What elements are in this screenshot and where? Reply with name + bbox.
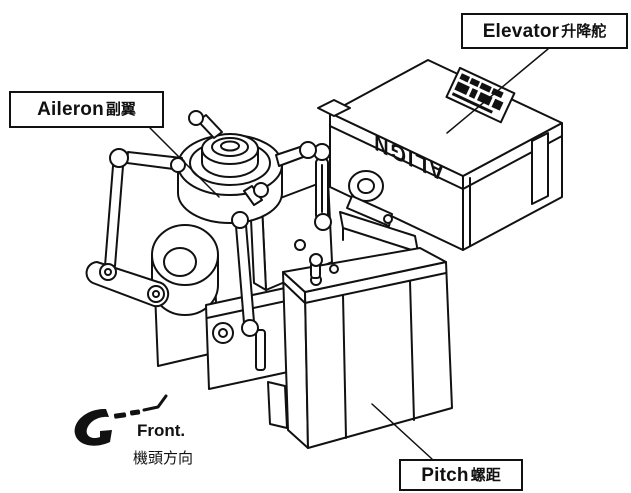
aileron-rod-ball-top [109,148,129,168]
swashplate-arm-front [243,182,269,206]
swashplate-bearing-bore [220,140,240,152]
pitch-rod-ball-top [231,211,249,229]
front-arrow-dash [113,412,127,419]
sticker-mark [459,73,471,83]
front-arrow-swoosh [74,408,112,446]
aileron-servo-gear-housing [151,224,219,316]
aileron-label-zh: 副翼 [105,100,136,118]
pitch-servo-ball-link [309,253,323,279]
elevator-servo: ALIGN [317,59,563,251]
pitch-rod-ball-bottom [241,319,259,337]
front-label-zh: 機頭方向 [133,449,194,467]
elevator-servo-horn [346,170,393,227]
swashplate-arm-right [275,141,317,167]
pitch-label-en: Pitch [421,464,469,486]
front-direction-arrow-icon [74,394,168,446]
gear-housing-boss [163,247,197,277]
horn-hub-inner [357,178,375,194]
pitch-link-rod [231,211,259,337]
aileron-link-rod [99,148,129,281]
pitch-label-zh: 螺距 [470,465,501,484]
elevator-servo-top-face [329,59,563,177]
sticker-mark [468,88,479,99]
elevator-servo-lip-line [329,125,563,190]
ball-link-front [253,182,269,198]
ball-link-right [299,141,317,159]
link-ball-bottom [314,213,332,231]
pitch-leader-line [371,403,433,460]
pitch-servo-top-face [282,247,447,293]
lower-block-screw [255,329,266,371]
aileron-rod-ball-bottom-center [104,268,112,276]
elevator-label-box: Elevator 升降舵 [461,13,628,49]
frame-block-screw [294,239,306,251]
pitch-servo-mount-ear [267,381,288,429]
front-direction-label: Front. 機頭方向 [133,421,233,468]
aileron-rod-body [104,165,124,267]
pitch-ball-link-ball [309,253,323,267]
aileron-label-en: Aileron [37,99,104,120]
elevator-label-en: Elevator [482,20,560,42]
elevator-servo-mount-ear [317,99,351,117]
pitch-servo-groove [342,294,347,439]
swashplate-arm-left [126,151,186,173]
front-label-en: Front. [137,421,186,440]
sticker-mark [454,81,470,96]
front-arrow-dash [129,409,141,416]
aileron-horn-hub-screw [152,290,160,298]
swashplate [177,133,283,224]
pitch-servo-lip-line [283,272,447,304]
sticker-mark [491,98,504,111]
sticker-mark [476,91,493,106]
elevator-servo-sticker [445,66,516,124]
aileron-leader-line [149,127,220,198]
arm-back-body [197,114,223,139]
aileron-label-box: Aileron 副翼 [9,91,164,128]
sticker-mark [491,88,504,99]
horn-arm [346,195,393,227]
sticker-marks [451,73,504,114]
sticker-mark [451,92,493,114]
sticker-mark [479,82,492,93]
elevator-servo-mount-tab [531,132,549,205]
swashplate-arm-back [188,110,223,139]
pitch-servo-groove [409,280,415,421]
horn-screw [383,214,393,224]
pitch-servo-screw [329,264,339,274]
ball-link-left [170,157,186,173]
front-arrow-tail [142,394,168,412]
lower-block-bolt-center [218,328,228,338]
pitch-label-box: Pitch 螺距 [399,459,523,491]
leader-lines [149,48,549,460]
pitch-servo-front-face [304,261,453,449]
pitch-servo [267,247,453,449]
elevator-link-rod [313,143,332,231]
ball-link-back [188,110,204,126]
elevator-label-zh: 升降舵 [561,21,607,40]
sticker-mark [469,77,481,88]
elevator-leader-line [446,48,549,134]
